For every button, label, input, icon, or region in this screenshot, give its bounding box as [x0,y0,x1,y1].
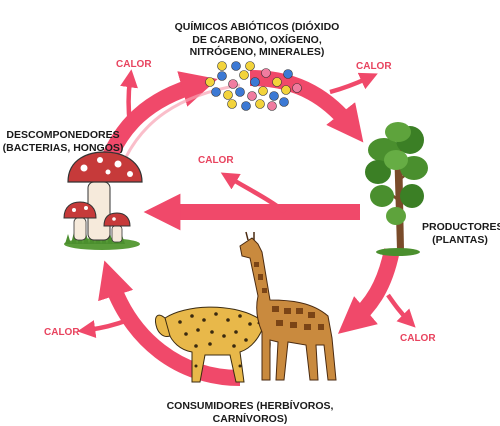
giraffe-icon [239,231,337,381]
decomposers-line-2: (BACTERIAS, HONGOS) [2,141,124,154]
heat-arrow-bottom-right [386,293,416,328]
cycle-arrow-consumers-to-decomposers [98,260,241,386]
abiotic-line-2: DE CARBONO, OXÍGENO, [192,33,322,46]
cycle-arrow-abiotic-to-producers [249,70,364,143]
consumers-label: CONSUMIDORES (HERBÍVOROS, CARNÍVOROS) [160,400,340,425]
heat-label-bottom-right: CALOR [400,333,436,344]
cycle-arrows [95,70,400,386]
mushroom-icon [63,151,143,250]
heat-arrow-middle [220,172,287,214]
heat-arrows [77,69,416,338]
abiotic-line-3: NITRÓGENO, MINERALES) [189,46,325,58]
abiotic-chemicals-label: QUÍMICOS ABIÓTICOS (DIÓXIDO DE CARBONO, … [172,21,342,59]
heat-label-bottom-left: CALOR [44,327,80,338]
decomposers-label: DESCOMPONEDORES (BACTERIAS, HONGOS) [2,129,124,154]
cycle-arrow-producers-to-consumers [337,248,400,334]
cycle-highlight [118,83,241,171]
abiotic-line-1: QUÍMICOS ABIÓTICOS (DIÓXIDO [174,21,340,33]
decomposers-line-1: DESCOMPONEDORES [6,129,120,141]
heat-label-middle: CALOR [198,155,234,166]
producers-label: PRODUCTORES (PLANTAS) [422,221,500,246]
heat-label-top-right: CALOR [356,61,392,72]
producers-line-1: PRODUCTORES [422,221,500,233]
heat-arrow-top-left [120,69,138,126]
abiotic-molecules [205,61,302,111]
producers-line-2: (PLANTAS) [432,233,488,246]
heat-arrow-top-right [329,72,378,95]
cheetah-icon [155,306,271,383]
heat-arrow-bottom-left [77,317,129,338]
consumers-line-1: CONSUMIDORES (HERBÍVOROS, [166,400,334,412]
consumers-line-2: CARNÍVOROS) [212,412,288,425]
tree-icon [365,122,428,256]
heat-label-top-left: CALOR [116,59,152,70]
